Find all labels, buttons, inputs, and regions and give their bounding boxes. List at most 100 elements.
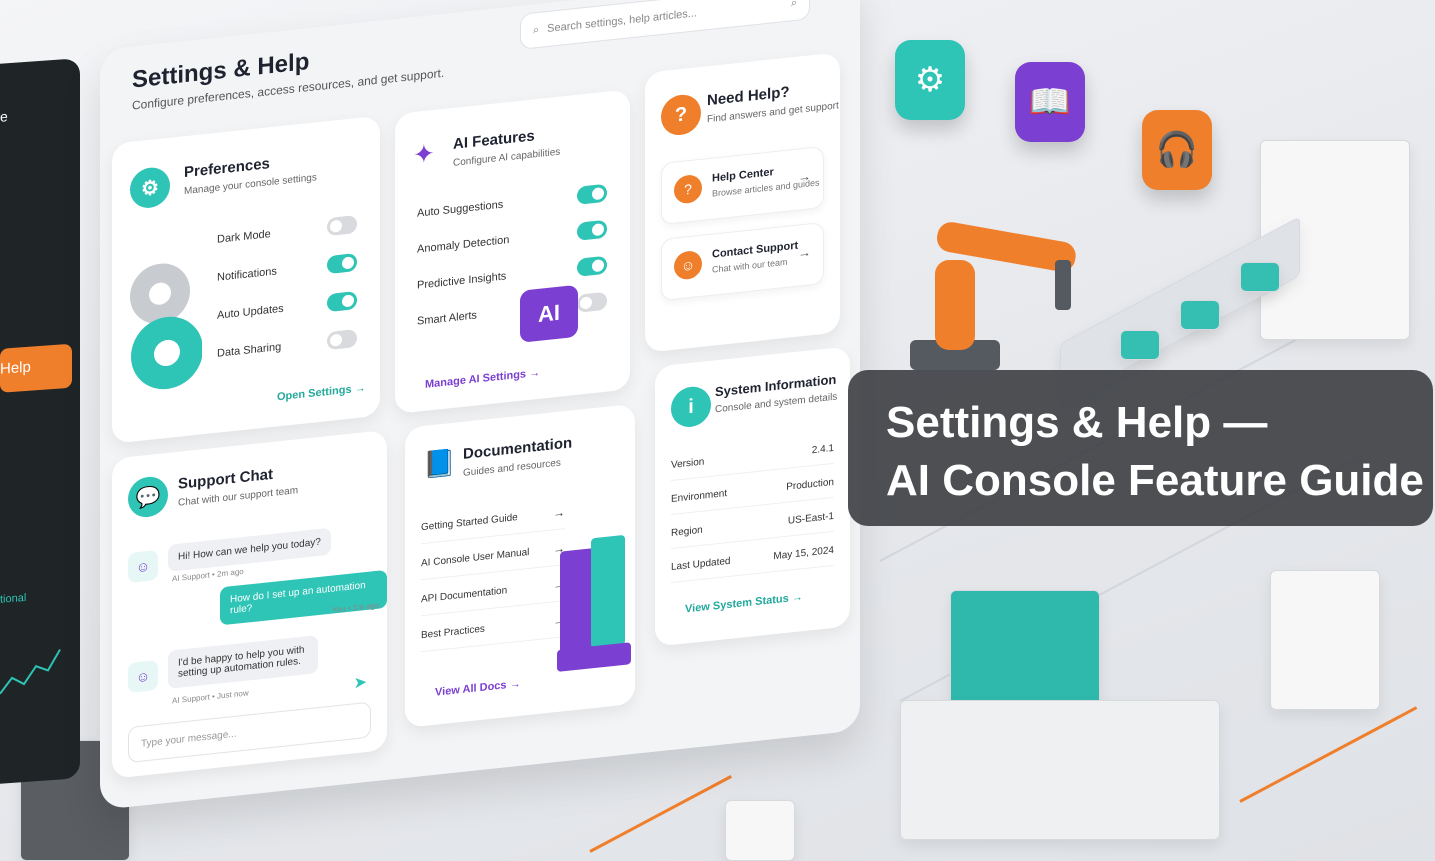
documentation-card: 📘 Documentation Guides and resources Get… [405,403,635,728]
robot-arm [910,222,1076,370]
doc-link-label: Getting Started Guide [421,512,518,534]
question-icon: ? [661,92,701,138]
info-icon: i [671,384,711,429]
book-icon: 📖 [1015,62,1085,142]
doc-link-label: AI Console User Manual [421,546,530,570]
info-value: 2.4.1 [811,442,834,457]
preferences-card: ⚙ Preferences Manage your console settin… [112,115,380,444]
search-icon: ⌕ [533,23,540,36]
pref-row: Dark Mode [217,213,357,258]
info-key: Environment [671,488,728,505]
info-key: Version [671,456,705,471]
headline-line-2: AI Console Feature Guide [886,456,1424,505]
chat-message-bot: Hi! How can we help you today? [168,527,331,572]
arrow-right-icon: → [798,244,811,261]
sidebar-item-partial[interactable]: tional [0,591,27,606]
ai-chip-icon: AI [520,284,578,343]
help-item-title: Help Center [712,166,774,185]
info-value: May 15, 2024 [773,544,834,563]
books-illustration [557,535,631,672]
toggle-label: Auto Updates [217,302,284,322]
sidebar-item-label: Help [0,358,31,378]
card-title: Need Help? [707,83,790,110]
data-sharing-toggle[interactable] [327,328,357,351]
sidebar-item-help[interactable]: Help [0,343,72,393]
toggle-label: Dark Mode [217,228,271,246]
chat-meta: AI Support • Just now [172,688,249,706]
book-icon: 📘 [423,446,456,481]
gear-icon: ⚙ [130,165,170,210]
contact-support-item[interactable]: ☺ Contact Support Chat with our team → [661,221,824,302]
smart-alerts-toggle[interactable] [577,291,607,313]
cylinder-machine [1270,570,1380,710]
sparkle-icon: ✦ [413,137,435,171]
auto-updates-toggle[interactable] [327,290,357,313]
arrow-right-icon: → [798,168,811,185]
sidebar-item-partial[interactable]: e [0,108,8,125]
support-chat-card: 💬 Support Chat Chat with our support tea… [112,429,387,779]
conveyor-path-line [589,775,732,853]
teal-crate [1180,300,1220,330]
pref-row: Auto Updates [217,289,357,334]
send-icon[interactable]: ➤ [353,673,367,693]
question-icon: ? [674,173,702,205]
view-all-docs-link[interactable]: View All Docs → [435,677,521,699]
need-help-card: ? Need Help? Find answers and get suppor… [645,52,840,353]
platform-block [900,700,1220,840]
headset-icon: 🎧 [1142,110,1212,190]
card-title: AI Features [453,127,535,153]
teal-crate [1240,262,1280,292]
toggle-label: Data Sharing [217,340,282,360]
pref-row: Notifications [217,251,357,296]
info-key: Last Updated [671,555,731,573]
sidebar: e Help tional [0,58,80,786]
predictive-insights-toggle[interactable] [577,255,607,277]
toggle-label: Notifications [217,265,277,284]
toggle-label: Predictive Insights [417,270,507,292]
view-system-status-link[interactable]: View System Status → [685,591,803,616]
sidebar-chart [0,649,61,695]
chat-message-bot: I'd be happy to help you with setting up… [168,635,318,689]
help-center-item[interactable]: ? Help Center Browse articles and guides… [661,145,824,226]
dark-mode-toggle[interactable] [327,214,357,237]
bot-avatar: ☺ [128,549,158,584]
search-placeholder: Search settings, help articles... [547,7,697,36]
manage-ai-settings-link[interactable]: Manage AI Settings → [425,366,541,391]
ai-chip-label: AI [538,299,560,327]
card-title: Preferences [184,155,270,182]
open-settings-link[interactable]: Open Settings → [277,382,366,404]
ai-features-card: ✦ AI Features Configure AI capabilities … [395,89,630,414]
message-input-placeholder: Type your message... [141,728,237,750]
bot-avatar: ☺ [128,659,158,694]
arrow-right-icon: → [553,505,565,521]
chat-message-user: How do I set up an automation rule? [220,569,387,626]
info-value: US-East-1 [787,510,834,527]
doc-link-label: API Documentation [421,585,508,606]
conveyor-path-line [1239,706,1418,803]
info-key: Region [671,524,703,539]
notifications-toggle[interactable] [327,252,357,275]
headline-line-1: Settings & Help — [886,398,1268,447]
gears-illustration [130,263,202,390]
pref-row: Data Sharing [217,327,357,372]
system-info-card: i System Information Console and system … [655,346,850,647]
search-icon[interactable]: ⌕ [790,0,797,9]
plant-pot [725,800,795,861]
gear-icon: ⚙ [895,40,965,120]
ai-server-cube [950,590,1100,720]
chat-icon: ☺ [674,249,702,281]
message-input[interactable]: Type your message... [128,701,371,764]
ai-features-list: Auto Suggestions Anomaly Detection Predi… [417,182,607,362]
preferences-list: Dark Mode Notifications Auto Updates Dat… [217,213,357,388]
auto-suggestions-toggle[interactable] [577,183,607,205]
settings-panel: Settings & Help Configure preferences, a… [100,0,860,810]
anomaly-detection-toggle[interactable] [577,219,607,241]
toggle-label: Anomaly Detection [417,233,510,256]
doc-link-label: Best Practices [421,623,485,642]
toggle-label: Auto Suggestions [417,198,504,220]
chat-icon: 💬 [128,474,168,520]
headline-banner: Settings & Help — AI Console Feature Gui… [848,370,1433,526]
toggle-label: Smart Alerts [417,309,477,328]
search-input[interactable]: ⌕ Search settings, help articles... ⌕ [520,0,810,50]
teal-crate [1120,330,1160,360]
